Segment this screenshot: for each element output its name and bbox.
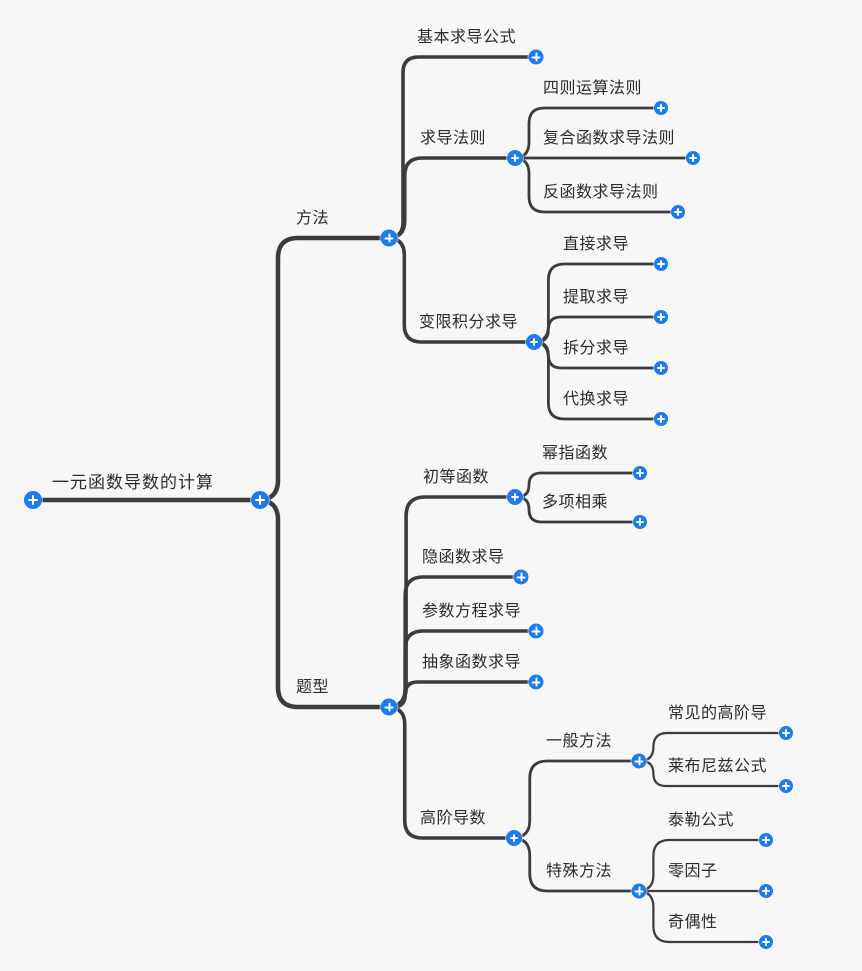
node-expand-button[interactable] bbox=[671, 205, 685, 219]
plus-icon-vertical-bar bbox=[785, 729, 787, 737]
node-label: 基本求导公式 bbox=[417, 27, 517, 46]
plus-icon-vertical-bar bbox=[660, 364, 662, 372]
node-expand-button[interactable] bbox=[631, 883, 647, 899]
plus-icon-vertical-bar bbox=[513, 833, 515, 843]
node-expand-button[interactable] bbox=[380, 698, 398, 716]
plus-icon-vertical-bar bbox=[785, 782, 787, 790]
plus-icon-vertical-bar bbox=[535, 677, 537, 687]
node-expand-button[interactable] bbox=[526, 334, 542, 350]
node-expand-button[interactable] bbox=[759, 833, 773, 847]
plus-icon-vertical-bar bbox=[388, 233, 390, 243]
node-label: 变限积分求导 bbox=[419, 312, 519, 331]
plus-icon-vertical-bar bbox=[32, 494, 34, 506]
plus-icon-vertical-bar bbox=[638, 756, 640, 766]
plus-icon-vertical-bar bbox=[677, 208, 679, 216]
node-expand-button[interactable] bbox=[633, 466, 647, 480]
plus-icon-vertical-bar bbox=[638, 886, 640, 896]
node-label: 初等函数 bbox=[423, 467, 490, 486]
plus-icon-vertical-bar bbox=[765, 887, 767, 895]
branch-edge bbox=[387, 680, 538, 709]
plus-icon-vertical-bar bbox=[514, 492, 516, 502]
node-label: 方法 bbox=[296, 208, 330, 227]
node-expand-button[interactable] bbox=[380, 229, 398, 247]
plus-icon-vertical-bar bbox=[660, 260, 662, 268]
plus-icon-vertical-bar bbox=[660, 104, 662, 112]
root-node-label: 一元函数导数的计算 bbox=[52, 473, 214, 493]
node-label: 拆分求导 bbox=[563, 338, 630, 357]
branch-edge bbox=[385, 156, 517, 240]
node-expand-button[interactable] bbox=[507, 150, 523, 166]
node-label: 奇偶性 bbox=[668, 912, 718, 931]
plus-icon-vertical-bar bbox=[765, 836, 767, 844]
node-expand-button[interactable] bbox=[779, 779, 793, 793]
node-expand-button[interactable] bbox=[633, 515, 647, 529]
node-label: 常见的高阶导 bbox=[668, 703, 768, 722]
node-label: 莱布尼兹公式 bbox=[668, 756, 768, 775]
branch-edge bbox=[385, 55, 538, 240]
plus-icon-vertical-bar bbox=[259, 494, 261, 506]
node-label: 四则运算法则 bbox=[543, 78, 643, 97]
node-expand-button[interactable] bbox=[528, 623, 544, 639]
root-left-expand-button[interactable] bbox=[24, 491, 42, 509]
node-expand-button[interactable] bbox=[654, 101, 668, 115]
node-expand-button[interactable] bbox=[686, 151, 700, 165]
node-label: 提取求导 bbox=[563, 287, 630, 306]
plus-icon-vertical-bar bbox=[514, 153, 516, 163]
node-expand-button[interactable] bbox=[528, 674, 544, 690]
node-expand-button[interactable] bbox=[506, 830, 522, 846]
node-label: 代换求导 bbox=[563, 389, 630, 408]
branch-edge bbox=[510, 759, 641, 840]
node-expand-button[interactable] bbox=[654, 412, 668, 426]
node-expand-button[interactable] bbox=[759, 884, 773, 898]
node-label: 隐函数求导 bbox=[422, 547, 505, 566]
node-expand-button[interactable] bbox=[507, 489, 523, 505]
node-label: 零因子 bbox=[668, 861, 718, 880]
plus-icon-vertical-bar bbox=[533, 337, 535, 347]
node-label: 高阶导数 bbox=[420, 808, 487, 827]
node-label: 抽象函数求导 bbox=[422, 652, 522, 671]
plus-icon-vertical-bar bbox=[520, 572, 522, 582]
node-label: 复合函数求导法则 bbox=[543, 128, 676, 147]
node-label: 幂指函数 bbox=[542, 443, 609, 462]
node-expand-button[interactable] bbox=[654, 361, 668, 375]
root-expand-button[interactable] bbox=[251, 491, 269, 509]
branch-edge bbox=[255, 235, 392, 503]
node-label: 一般方法 bbox=[546, 731, 613, 750]
node-expand-button[interactable] bbox=[513, 569, 529, 585]
node-label: 多项相乘 bbox=[542, 492, 609, 511]
node-label: 题型 bbox=[296, 677, 330, 696]
plus-icon-vertical-bar bbox=[535, 626, 537, 636]
plus-icon-vertical-bar bbox=[388, 702, 390, 712]
node-label: 直接求导 bbox=[563, 234, 630, 253]
plus-icon-vertical-bar bbox=[639, 518, 641, 526]
node-expand-button[interactable] bbox=[759, 935, 773, 949]
node-label: 参数方程求导 bbox=[422, 601, 522, 620]
node-expand-button[interactable] bbox=[631, 753, 647, 769]
node-expand-button[interactable] bbox=[654, 310, 668, 324]
plus-icon-vertical-bar bbox=[660, 415, 662, 423]
node-label: 特殊方法 bbox=[546, 861, 613, 880]
node-expand-button[interactable] bbox=[779, 726, 793, 740]
branch-edge bbox=[255, 497, 392, 710]
node-label: 泰勒公式 bbox=[668, 810, 735, 829]
plus-icon-vertical-bar bbox=[660, 313, 662, 321]
node-label: 求导法则 bbox=[420, 128, 487, 147]
plus-icon-vertical-bar bbox=[765, 938, 767, 946]
node-expand-button[interactable] bbox=[528, 49, 544, 65]
plus-icon-vertical-bar bbox=[535, 52, 537, 62]
node-expand-button[interactable] bbox=[654, 257, 668, 271]
node-label: 反函数求导法则 bbox=[543, 182, 659, 201]
plus-icon-vertical-bar bbox=[639, 469, 641, 477]
plus-icon-vertical-bar bbox=[692, 154, 694, 162]
